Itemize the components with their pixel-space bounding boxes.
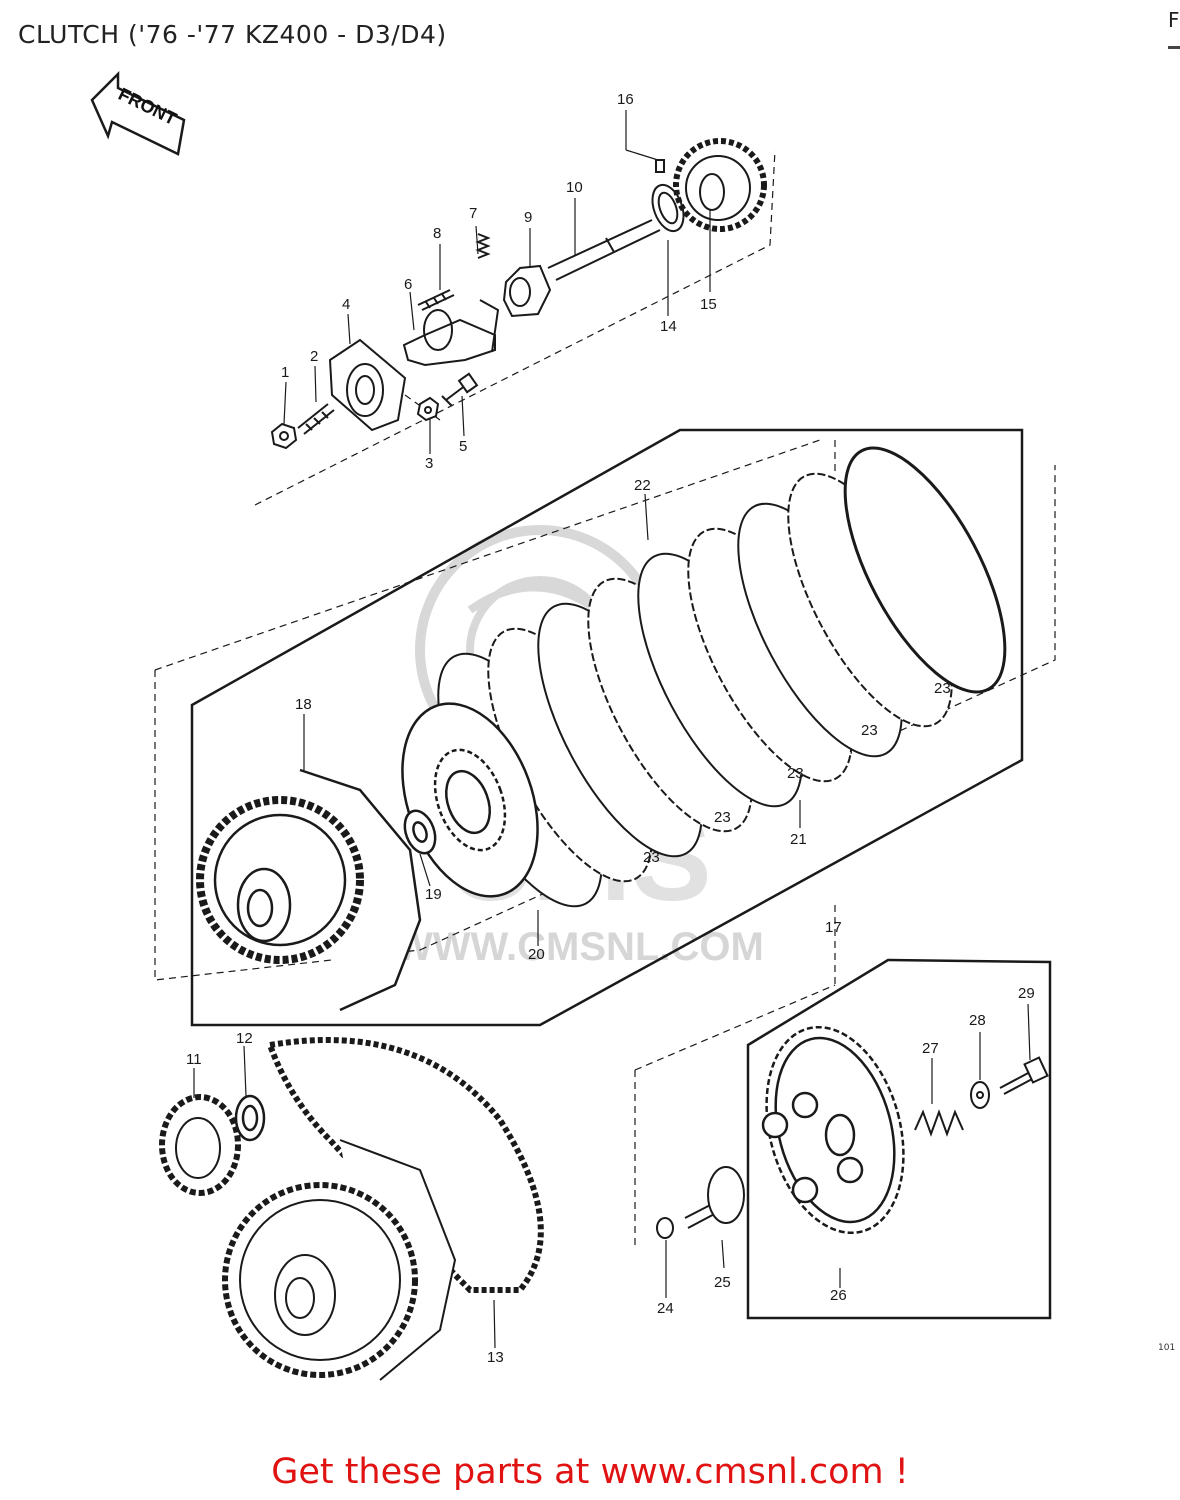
- callout-7: 7: [469, 205, 477, 222]
- pressure-plate-frame: [746, 958, 1052, 1320]
- callout-8: 8: [433, 225, 441, 242]
- part-ball-24: [656, 1217, 674, 1239]
- part-spring-27: [914, 1109, 964, 1137]
- callout-16: 16: [617, 91, 634, 108]
- corner-mark: F: [1168, 8, 1180, 32]
- callout-15: 15: [700, 296, 717, 313]
- callout-9: 9: [524, 209, 532, 226]
- part-sprocket-11: [159, 1094, 241, 1196]
- part-release-lever-6: [402, 299, 500, 367]
- callout-2: 2: [310, 348, 318, 365]
- callout-28: 28: [969, 1012, 986, 1029]
- callout-12: 12: [236, 1030, 253, 1047]
- callout-23d: 23: [714, 809, 731, 826]
- part-bolt-5: [438, 372, 479, 406]
- callout-23e: 23: [643, 849, 660, 866]
- front-label: FRONT: [115, 84, 179, 129]
- figure-code: 101: [1158, 1343, 1176, 1353]
- part-adjuster-9: [502, 264, 552, 318]
- callout-29: 29: [1018, 985, 1035, 1002]
- part-washer-19: [403, 809, 437, 855]
- callout-21: 21: [790, 831, 807, 848]
- part-stud-2: [297, 403, 335, 435]
- part-washer-12: [234, 1094, 266, 1142]
- callout-1: 1: [281, 364, 289, 381]
- callout-3: 3: [425, 455, 433, 472]
- part-push-rod-10: [547, 219, 661, 281]
- part-pusher-25: [684, 1166, 745, 1229]
- part-washer-14: [651, 183, 685, 233]
- part-pin-16: [655, 159, 665, 173]
- footer-link[interactable]: Get these parts at www.cmsnl.com !: [271, 1452, 909, 1492]
- callout-11: 11: [186, 1051, 202, 1068]
- clutch-group-frame: [190, 428, 1024, 1027]
- callout-14: 14: [660, 318, 677, 335]
- callout-17: 17: [825, 919, 842, 936]
- part-gear-15: [673, 138, 767, 232]
- page-title: CLUTCH ('76 -'77 KZ400 - D3/D4): [18, 20, 447, 49]
- part-nut-3: [416, 396, 440, 422]
- callout-20: 20: [528, 946, 545, 963]
- callout-6: 6: [404, 276, 412, 293]
- part-release-housing-4: [328, 338, 407, 432]
- part-bolt-29: [999, 1056, 1049, 1095]
- callout-23b: 23: [861, 722, 878, 739]
- callout-5: 5: [459, 438, 467, 455]
- part-clutch-housing-18: [196, 768, 422, 1012]
- leader-lines: [193, 110, 1031, 1349]
- callout-23c: 23: [787, 765, 804, 782]
- callout-24: 24: [657, 1300, 674, 1317]
- callout-labels: 1 2 3 4 5 6 7 8 9 10 11 12 13 14 15 16 1…: [186, 91, 1035, 1366]
- part-washer-28: [970, 1081, 990, 1109]
- part-pressure-plate-26: [761, 1025, 905, 1235]
- callout-23a: 23: [934, 680, 951, 697]
- callout-25: 25: [714, 1274, 731, 1291]
- part-lower-housing: [222, 1139, 457, 1381]
- callout-19: 19: [425, 886, 442, 903]
- part-screw-8: [417, 289, 455, 311]
- watermark-url: WWW.CMSNL.COM: [395, 925, 764, 969]
- part-spring-7: [475, 233, 491, 259]
- part-nut-1: [270, 422, 298, 450]
- callout-10: 10: [566, 179, 583, 196]
- callout-27: 27: [922, 1040, 939, 1057]
- corner-dash: [1168, 46, 1180, 49]
- callout-18: 18: [295, 696, 312, 713]
- callout-22: 22: [634, 477, 651, 494]
- callout-13: 13: [487, 1349, 504, 1366]
- callout-26: 26: [830, 1287, 847, 1304]
- callout-4: 4: [342, 296, 350, 313]
- front-arrow: FRONT: [90, 70, 186, 156]
